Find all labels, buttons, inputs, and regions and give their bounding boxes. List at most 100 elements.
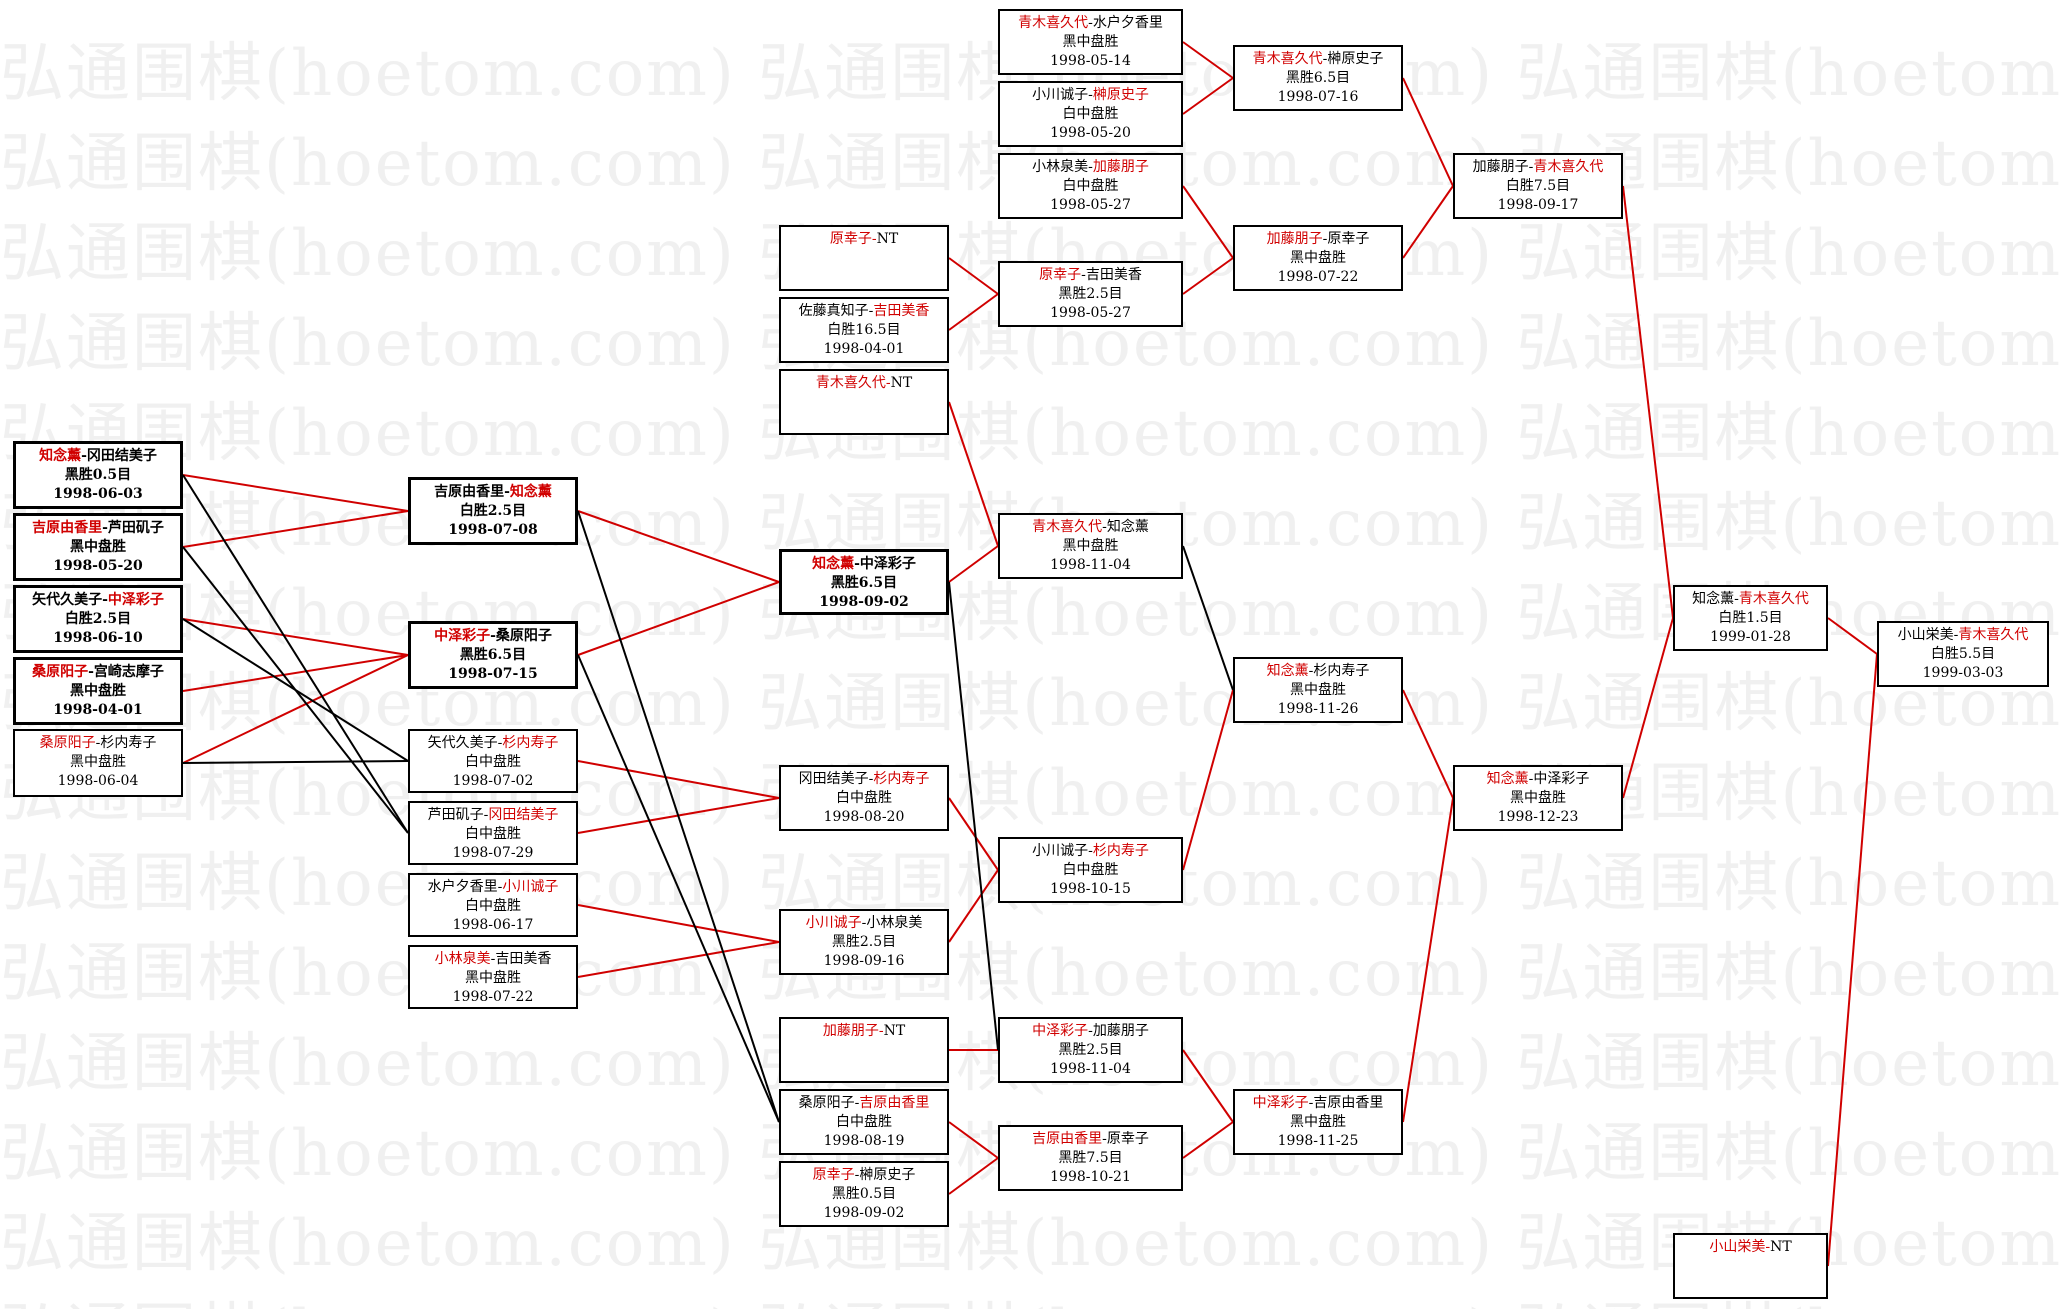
- connector-r3b-r4d: [948, 293, 999, 331]
- match-players: 青木喜久代-NT: [781, 374, 947, 393]
- match-result: 白胜7.5目: [1505, 178, 1571, 194]
- player-black: 青木喜久代: [1018, 15, 1089, 31]
- match-result: 黑胜7.5目: [1058, 1150, 1123, 1166]
- player-white: 榊原史子: [1327, 51, 1384, 67]
- match-result: 白中盘胜: [836, 790, 892, 806]
- match-result: 黑胜6.5目: [459, 647, 527, 663]
- match-result: 黑胜0.5目: [64, 467, 132, 483]
- player-white: 芦田矶子: [107, 520, 164, 536]
- player-white: 吉原由香里: [859, 1095, 930, 1111]
- match-date: 1998-06-03: [53, 486, 143, 502]
- player-white: 宫崎志摩子: [93, 664, 164, 680]
- separator: -: [95, 735, 101, 751]
- connector-r3f-r4f: [948, 869, 999, 943]
- match-date: 1998-06-17: [452, 917, 534, 933]
- match-date: 1998-05-27: [1050, 305, 1131, 321]
- separator: -: [871, 231, 877, 247]
- match-date: 1998-07-16: [1277, 89, 1359, 105]
- match-result: 黑中盘胜: [1062, 538, 1119, 554]
- connector-r4f-r5c: [1182, 689, 1234, 871]
- match-date: 1998-05-14: [1050, 53, 1131, 69]
- player-white: 杉内寿子: [1092, 843, 1149, 859]
- match-date: 1998-05-20: [1050, 125, 1131, 141]
- match-players: 水户夕香里-小川诚子: [410, 878, 576, 897]
- player-black: 知念薰: [1692, 591, 1735, 607]
- connector-r2b-r3h: [577, 654, 780, 1123]
- connector-r1e-r2c: [182, 760, 409, 764]
- match-result: 黑中盘胜: [1510, 790, 1566, 806]
- connector-r3a-r4d: [948, 257, 999, 295]
- connector-r2b-r3d: [577, 581, 780, 656]
- player-white: 桑原阳子: [495, 628, 552, 644]
- match-result: 黑胜6.5目: [1285, 70, 1351, 86]
- separator: -: [102, 520, 108, 536]
- separator: -: [1528, 771, 1534, 787]
- player-white: 原幸子: [1106, 1131, 1149, 1147]
- match-result: 黑中盘胜: [1062, 34, 1119, 50]
- match-date: 1998-06-04: [57, 773, 139, 789]
- connector-r1b-r2a: [182, 510, 409, 548]
- match-result: 白胜2.5目: [459, 503, 527, 519]
- player-white: 青木喜久代: [1533, 159, 1604, 175]
- player-white: 中泽彩子: [1533, 771, 1590, 787]
- separator: -: [497, 879, 503, 895]
- player-black: 矢代久美子: [32, 592, 103, 608]
- player-white: 水户夕香里: [1092, 15, 1163, 31]
- separator: -: [88, 664, 94, 680]
- player-white: 青木喜久代: [1738, 591, 1809, 607]
- connector-r3i-r4h: [948, 1157, 999, 1195]
- player-black: 原幸子: [1039, 267, 1082, 283]
- player-black: 中泽彩子: [1032, 1023, 1089, 1039]
- separator: -: [81, 448, 87, 464]
- match-result: 白胜16.5目: [827, 322, 901, 338]
- player-white: 吉原由香里: [1313, 1095, 1384, 1111]
- match-result: 黑胜2.5目: [831, 934, 897, 950]
- player-white: NT: [883, 1023, 906, 1039]
- player-white: 青木喜久代: [1958, 627, 2029, 643]
- match-date: 1998-04-01: [53, 702, 143, 718]
- match-date: 1998-07-15: [448, 666, 538, 682]
- separator: -: [1081, 267, 1086, 283]
- match-result: 白胜2.5目: [64, 611, 132, 627]
- player-white: NT: [876, 231, 899, 247]
- match-result: 白中盘胜: [465, 826, 521, 842]
- separator: -: [868, 303, 874, 319]
- separator: -: [1308, 1095, 1314, 1111]
- player-black: 小山栄美: [1897, 627, 1954, 643]
- player-black: 原幸子: [812, 1167, 855, 1183]
- match-players: 青木喜久代-水户夕香里: [1000, 14, 1181, 33]
- match-date: 1998-04-01: [823, 341, 905, 357]
- connector-r3c-r4e: [948, 401, 999, 547]
- player-white: 杉内寿子: [502, 735, 559, 751]
- player-white: 加藤朋子: [1092, 159, 1149, 175]
- separator: -: [1528, 159, 1534, 175]
- connector-r5b-r6a: [1402, 185, 1454, 259]
- match-result: 黑中盘胜: [70, 683, 126, 699]
- match-date: 1998-11-26: [1277, 701, 1359, 717]
- player-white: NT: [890, 375, 913, 391]
- separator: -: [1088, 843, 1093, 859]
- match-box-r3g: 加藤朋子-NT: [779, 1017, 949, 1083]
- match-result: 黑中盘胜: [1290, 250, 1346, 266]
- match-players: 青木喜久代-知念薰: [1000, 518, 1181, 537]
- player-black: 中泽彩子: [434, 628, 491, 644]
- player-black: 小川诚子: [805, 915, 862, 931]
- match-result: 黑中盘胜: [1290, 682, 1346, 698]
- player-black: 青木喜久代: [1032, 519, 1103, 535]
- player-white: 冈田结美子: [488, 807, 559, 823]
- player-black: 小川诚子: [1032, 87, 1089, 103]
- player-black: 吉原由香里: [32, 520, 103, 536]
